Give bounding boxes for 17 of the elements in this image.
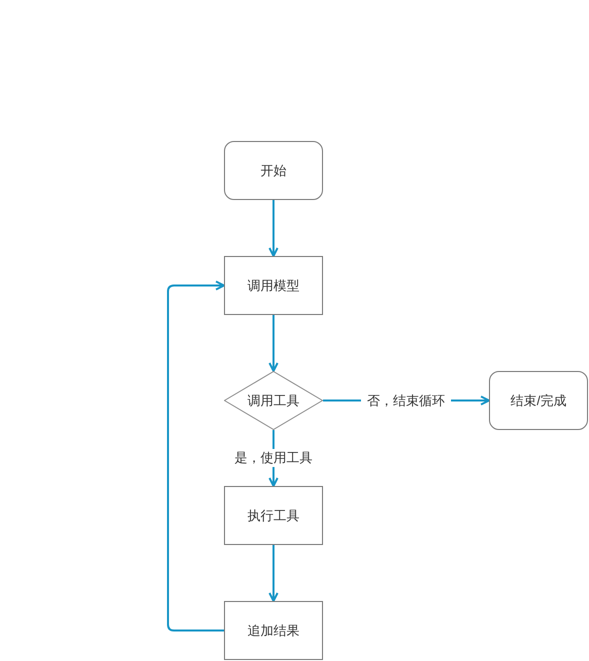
terminal-box: [489, 371, 588, 430]
edge-label: 否，结束循环: [361, 392, 451, 410]
decision-diamond: [224, 371, 323, 430]
arrow: [167, 280, 225, 632]
arrow: [268, 200, 278, 257]
arrow: [268, 315, 278, 372]
arrow: [268, 545, 278, 602]
node-label: 调用工具: [248, 392, 300, 410]
process-box: [224, 601, 323, 660]
node-label: 结束/完成: [510, 392, 566, 410]
process-box: [224, 486, 323, 545]
node-label: 开始: [260, 162, 286, 180]
terminal-box: [224, 141, 323, 200]
process-box: [224, 256, 323, 315]
node-label: 追加结果: [248, 622, 300, 640]
node-label: 调用模型: [248, 276, 300, 295]
node-label: 执行工具: [248, 506, 300, 525]
